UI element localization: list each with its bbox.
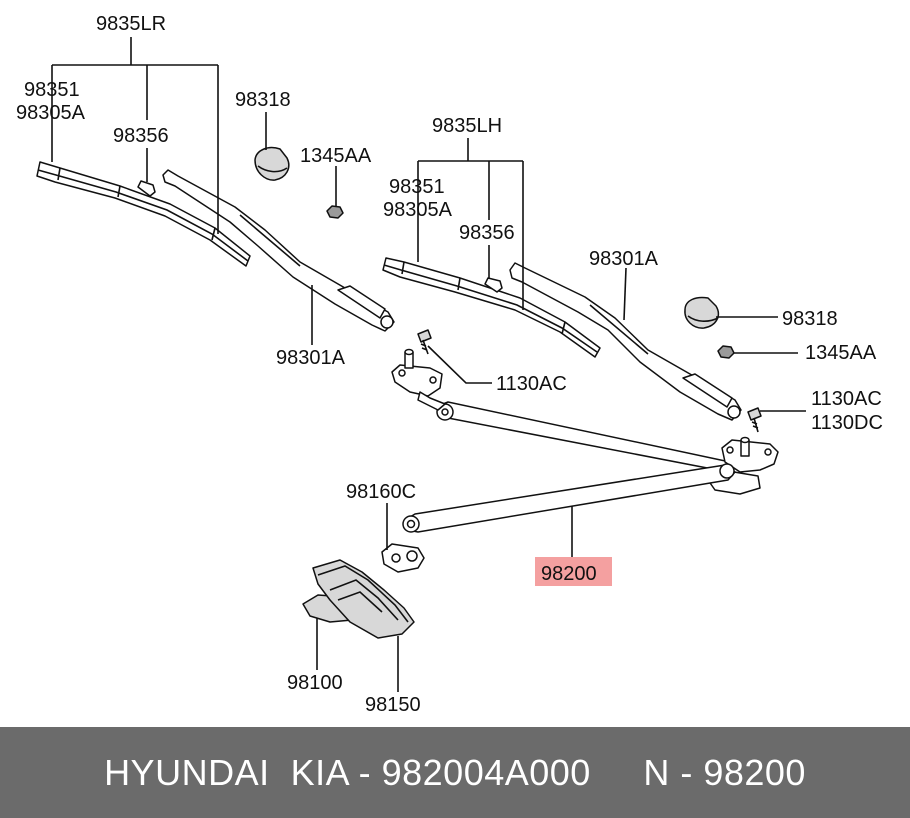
label-98301a-right: 98301A xyxy=(589,248,659,270)
left-wiper-arm xyxy=(162,169,395,332)
bushing-98160c xyxy=(381,543,425,573)
right-wiper-blade xyxy=(382,257,601,358)
left-wiper-blade xyxy=(36,161,251,267)
label-98351-right: 98351 xyxy=(389,176,445,198)
right-blade-clip xyxy=(484,277,503,293)
label-98200: 98200 xyxy=(541,563,597,585)
left-arm-cap xyxy=(254,146,290,181)
label-1345aa-left: 1345AA xyxy=(300,145,372,167)
right-arm-cap xyxy=(684,296,720,329)
label-98356-left: 98356 xyxy=(113,125,169,147)
leader-lines xyxy=(51,37,806,692)
left-blade-clip xyxy=(137,180,156,197)
right-wiper-arm xyxy=(509,262,742,421)
label-1130ac-right: 1130AC xyxy=(811,388,882,410)
label-98318-right: 98318 xyxy=(782,308,838,330)
footer-bar: HYUNDAI KIA - 982004A000 N - 98200 xyxy=(0,727,910,818)
label-98318-left: 98318 xyxy=(235,89,291,111)
label-98351-left: 98351 xyxy=(24,79,80,101)
label-98150: 98150 xyxy=(365,694,421,716)
label-98160c: 98160C xyxy=(346,481,416,503)
label-98305a-right: 98305A xyxy=(383,199,453,221)
label-1130dc-right: 1130DC xyxy=(811,412,883,434)
label-9835lr: 9835LR xyxy=(96,13,166,35)
label-9835lh: 9835LH xyxy=(432,115,502,137)
label-1345aa-right: 1345AA xyxy=(805,342,877,364)
highlight-box xyxy=(535,557,612,586)
label-98305a-left: 98305A xyxy=(16,102,86,124)
motor-cover xyxy=(312,559,415,639)
label-1130ac-left: 1130AC xyxy=(496,373,567,395)
part-number-text: HYUNDAI KIA - 982004A000 N - 98200 xyxy=(104,751,806,793)
right-bolt xyxy=(747,407,762,433)
left-nut xyxy=(326,205,344,219)
right-nut xyxy=(717,345,735,359)
label-98100: 98100 xyxy=(287,672,343,694)
wiper-linkage xyxy=(391,348,779,533)
left-bolt xyxy=(417,329,432,355)
label-98356-right: 98356 xyxy=(459,222,515,244)
wiper-parts-diagram: 9835LR 98351 98305A 98356 98318 1345AA 9… xyxy=(16,13,883,716)
label-98301a-left: 98301A xyxy=(276,347,346,369)
